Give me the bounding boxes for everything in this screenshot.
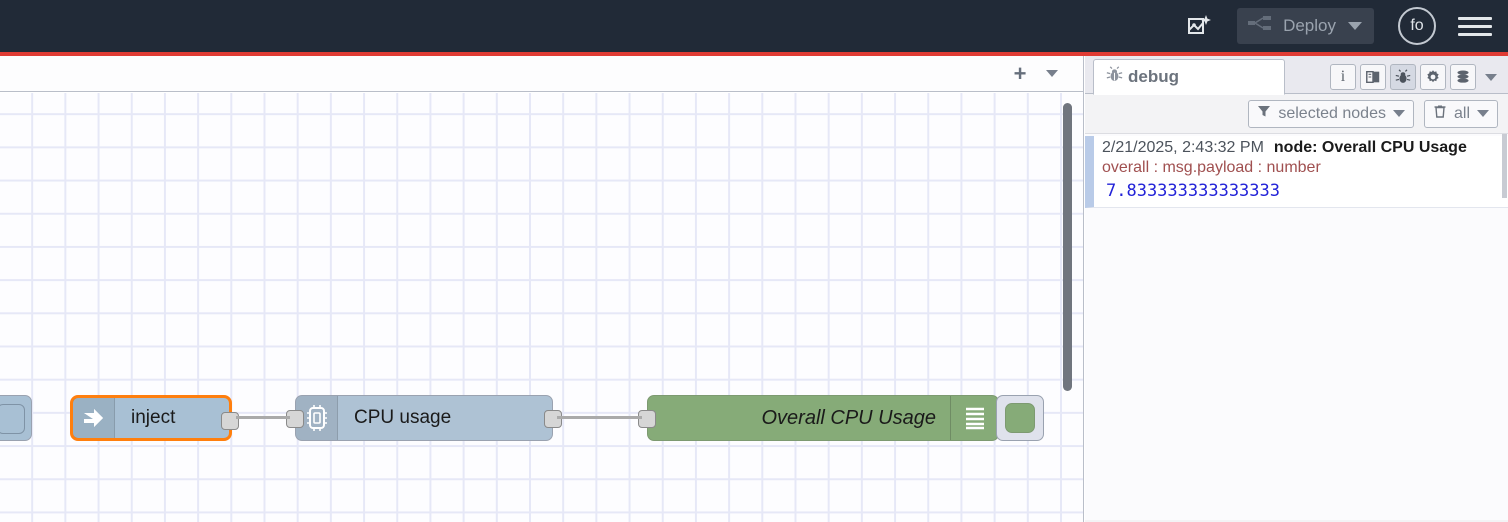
caret-down-icon — [1485, 73, 1497, 81]
canvas-vertical-scrollbar[interactable] — [1062, 97, 1074, 517]
debug-clear-label: all — [1453, 104, 1470, 122]
flow-ai-assist-icon[interactable] — [1179, 9, 1219, 43]
debug-message-list[interactable]: 2/21/2025, 2:43:32 PM node: Overall CPU … — [1085, 134, 1508, 520]
sidebar-tab-actions: i — [1330, 64, 1502, 90]
node-debug-toggle-knob — [1005, 403, 1035, 433]
deploy-button[interactable]: Deploy — [1237, 8, 1374, 44]
caret-down-icon — [1392, 110, 1405, 117]
flow-menu-button[interactable] — [1035, 59, 1069, 89]
debug-panel-scrollbar[interactable] — [1502, 134, 1507, 198]
bug-icon — [1106, 66, 1123, 88]
wire-cpu-to-debug — [557, 416, 642, 419]
canvas-scrollbar-thumb[interactable] — [1063, 103, 1072, 391]
caret-down-icon — [1477, 110, 1489, 117]
gear-icon[interactable] — [1420, 64, 1446, 90]
database-icon[interactable] — [1450, 64, 1476, 90]
node-overall-cpu-usage[interactable]: Overall CPU Usage — [638, 395, 1044, 441]
menu-bar-1 — [1458, 16, 1492, 20]
debug-lines-icon — [950, 396, 998, 440]
debug-toolbar: selected nodes all — [1085, 94, 1508, 134]
flow-canvas[interactable]: inject CPU usage Overall CPU Usag — [0, 93, 1083, 522]
node-inject-label: inject — [131, 407, 176, 428]
user-avatar-initials: fo — [1410, 17, 1424, 34]
node-cpu-usage-label: CPU usage — [354, 407, 452, 428]
user-avatar[interactable]: fo — [1398, 7, 1436, 45]
sidebar-tab-debug[interactable]: debug — [1093, 59, 1285, 95]
plus-icon: + — [1013, 60, 1027, 86]
hamburger-menu-icon[interactable] — [1458, 9, 1492, 43]
node-partial-icon — [0, 404, 25, 434]
flow-tab-bar: + — [0, 56, 1083, 92]
debug-message-topic: overall : msg.payload : number — [1102, 159, 1321, 176]
debug-message-row[interactable]: 2/21/2025, 2:43:32 PM node: Overall CPU … — [1085, 136, 1508, 208]
deploy-label: Deploy — [1283, 16, 1336, 35]
node-inject-output-port[interactable] — [221, 412, 239, 430]
debug-message-timestamp: 2/21/2025, 2:43:32 PM — [1102, 139, 1264, 156]
info-icon[interactable]: i — [1330, 64, 1356, 90]
debug-filter-button[interactable]: selected nodes — [1248, 99, 1414, 128]
node-cpu-usage-input-port[interactable] — [286, 410, 304, 428]
caret-down-icon — [1046, 70, 1058, 77]
sidebar-tabs-more-button[interactable] — [1480, 64, 1502, 90]
node-overall-cpu-usage-input-port[interactable] — [638, 410, 656, 428]
node-cpu-usage-output-port[interactable] — [544, 410, 562, 428]
debug-filter-label: selected nodes — [1278, 104, 1386, 122]
filter-icon — [1257, 104, 1271, 123]
workspace: + inject — [0, 56, 1084, 522]
sidebar: debug i — [1085, 56, 1508, 522]
app-header: Deploy fo — [0, 0, 1508, 52]
info-icon-glyph: i — [1340, 68, 1346, 85]
menu-bar-2 — [1458, 24, 1492, 28]
sidebar-tab-bar: debug i — [1085, 56, 1508, 95]
sidebar-tab-debug-label: debug — [1128, 67, 1179, 86]
inject-arrow-icon — [73, 398, 115, 438]
deploy-status-bar — [0, 52, 1508, 56]
bug-icon[interactable] — [1390, 64, 1416, 90]
menu-bar-3 — [1458, 32, 1492, 36]
deploy-icon — [1247, 14, 1273, 39]
debug-message-header: 2/21/2025, 2:43:32 PM node: Overall CPU … — [1102, 139, 1504, 157]
node-debug-toggle-button[interactable] — [996, 395, 1044, 441]
node-overall-cpu-usage-label: Overall CPU Usage — [761, 406, 936, 429]
book-icon[interactable] — [1360, 64, 1386, 90]
node-offscreen-left[interactable] — [0, 395, 32, 441]
add-flow-button[interactable]: + — [1005, 59, 1035, 89]
debug-message-value: 7.833333333333333 — [1106, 181, 1280, 201]
debug-message-source-node: node: Overall CPU Usage — [1273, 139, 1467, 156]
wire-inject-to-cpu — [236, 416, 290, 419]
node-inject[interactable]: inject — [70, 395, 239, 441]
debug-clear-button[interactable]: all — [1423, 99, 1498, 128]
caret-down-icon[interactable] — [1348, 22, 1362, 30]
trash-icon — [1433, 104, 1447, 124]
node-cpu-usage[interactable]: CPU usage — [286, 395, 562, 441]
